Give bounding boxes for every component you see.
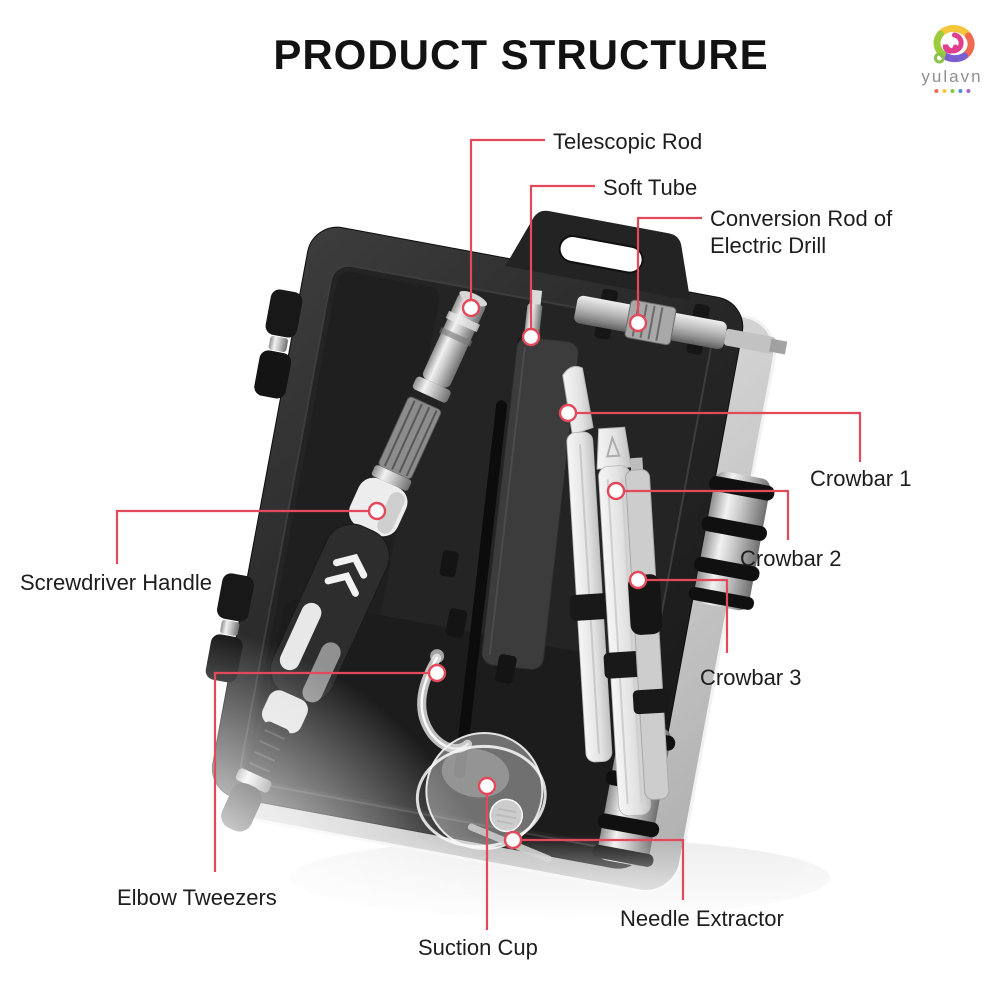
knurled-grip xyxy=(378,396,442,480)
crowbar-2 xyxy=(596,426,652,817)
label-suction-cup: Suction Cup xyxy=(418,935,538,960)
label-soft-tube: Soft Tube xyxy=(603,175,698,200)
label-telescopic-rod: Telescopic Rod xyxy=(553,129,703,154)
brand-name: yulavn xyxy=(921,67,983,86)
callout-lines xyxy=(115,138,862,930)
label-needle-extractor: Needle Extractor xyxy=(620,906,784,931)
label-elbow-tweezers: Elbow Tweezers xyxy=(117,885,277,910)
leader-telescopic-rod xyxy=(469,138,545,308)
marker-suction-cup xyxy=(477,776,497,796)
marker-needle-extractor xyxy=(503,830,523,850)
marker-screwdriver-handle xyxy=(367,501,387,521)
marker-conversion-rod xyxy=(628,313,648,333)
brand-subtext-dots xyxy=(921,89,982,93)
conversion-rod xyxy=(574,288,788,355)
callout-markers xyxy=(367,298,648,850)
leader-elbow-tweezers xyxy=(213,671,437,872)
marker-telescopic-rod xyxy=(461,298,481,318)
fade-right xyxy=(770,250,1000,900)
hang-tab xyxy=(505,210,691,301)
label-conversion-rod: Conversion Rod of Electric Drill xyxy=(710,206,893,258)
leader-crowbar-2 xyxy=(616,489,790,540)
left-clip-upper xyxy=(254,289,303,399)
page-title: PRODUCT STRUCTURE xyxy=(273,31,769,78)
marker-crowbar-3 xyxy=(628,570,648,590)
marker-soft-tube xyxy=(521,327,541,347)
leader-conversion-rod xyxy=(636,216,702,323)
leader-screwdriver-handle xyxy=(115,509,377,564)
label-crowbar-3: Crowbar 3 xyxy=(700,665,802,690)
crowbar-1 xyxy=(562,365,613,763)
right-bit-holder-upper xyxy=(688,471,775,611)
brand-chameleon-icon xyxy=(933,24,975,64)
marker-crowbar-2 xyxy=(606,481,626,501)
label-crowbar-2: Crowbar 2 xyxy=(740,546,842,571)
leader-crowbar-1 xyxy=(568,411,862,462)
hang-slot xyxy=(558,234,644,274)
marker-crowbar-1 xyxy=(558,403,578,423)
leader-soft-tube xyxy=(529,184,595,337)
leader-crowbar-3 xyxy=(638,578,729,653)
crowbar-3 xyxy=(625,457,670,800)
label-crowbar-1: Crowbar 1 xyxy=(810,466,912,491)
brand-logo: yulavn xyxy=(921,20,982,93)
label-screwdriver-handle: Screwdriver Handle xyxy=(20,570,212,595)
marker-elbow-tweezers xyxy=(427,663,447,683)
leader-needle-extractor xyxy=(513,838,685,900)
